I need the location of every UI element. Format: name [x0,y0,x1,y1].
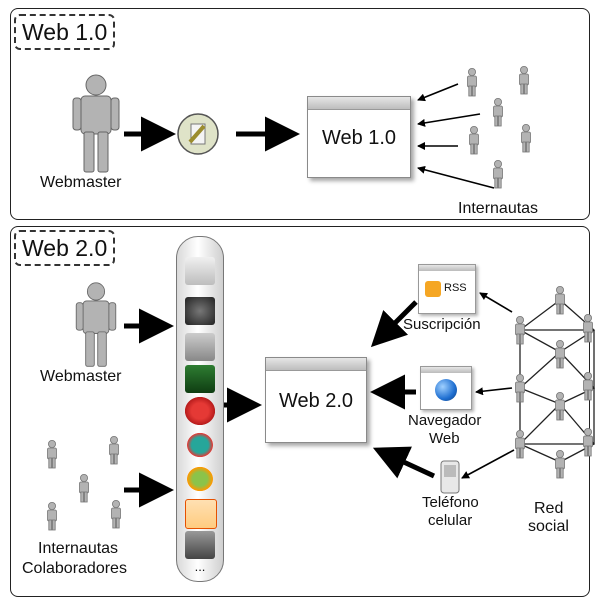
phone-label-1: Teléfono [422,494,479,511]
arrow-internauta-1 [417,83,459,102]
collaborator-person-3 [79,473,89,503]
subscription-label: Suscripción [403,316,481,333]
social-network-lines [518,299,596,463]
rss-badge: RSS [444,282,467,294]
web1-window: Web 1.0 [307,96,411,178]
phone-label-2: celular [428,512,473,529]
arrow-internauta-4 [417,165,495,189]
webmaster-2-label: Webmaster [40,368,122,385]
arrow-social-to-phone [461,449,515,479]
tools-sidebar: ... [176,236,224,582]
sidebar-more: ... [194,559,206,574]
web1-tag: Web 1.0 [14,14,116,50]
collaborator-person-1 [47,439,57,469]
social-person-6 [583,371,593,401]
photo-icon [185,333,215,361]
social-person-7 [555,391,565,421]
arrow-social-to-rss [479,292,513,313]
wiki-icon [185,431,215,459]
social-label-1: Red [534,500,564,517]
arrow-rss-to-web2 [370,300,418,348]
social-person-1 [555,285,565,315]
globe-icon [435,379,457,401]
social-person-8 [515,429,525,459]
internauta-person-1 [467,68,477,97]
blog-icon [185,297,215,325]
users-icon [185,465,215,493]
edit-icon [185,257,215,285]
social-label-2: social [528,518,569,535]
arrow-social-to-browser [475,387,513,396]
social-person-9 [583,427,593,457]
internauta-person-4 [469,126,479,155]
internautas-label: Internautas [458,200,539,217]
edit-tool-icon [177,113,219,155]
phone-icon [440,460,460,494]
internauta-person-6 [493,159,503,189]
webmaster-2-figure [75,282,117,367]
collaborator-person-4 [47,501,57,531]
map-pin-icon [185,397,215,425]
arrow-internauta-2 [417,113,481,127]
web1-window-label: Web 1.0 [321,127,397,149]
browser-window [420,366,472,410]
social-person-10 [555,449,565,479]
browser-label-2: Web [429,430,460,447]
map-icon [185,499,217,529]
arrow-phone-to-web2 [372,446,436,479]
internauta-person-3 [493,98,503,127]
video-icon [185,365,215,393]
internauta-person-5 [521,124,531,153]
internauta-person-2 [519,66,529,95]
social-person-4 [555,339,565,369]
webmaster-1-label: Webmaster [40,174,122,191]
web2-window-label: Web 2.0 [278,390,354,412]
social-person-3 [583,313,593,343]
web2-tag: Web 2.0 [14,230,116,266]
webmaster-1-figure [72,74,120,173]
collaborators-label-1: Internautas [38,540,119,557]
web2-window: Web 2.0 [265,357,367,443]
browser-label-1: Navegador [408,412,482,429]
collaborators-label-2: Colaboradores [22,560,127,577]
collaborator-person-5 [111,499,121,529]
rss-window: RSS [418,264,476,314]
collaborator-person-2 [109,435,119,465]
tag-icon [185,531,215,559]
rss-icon [425,281,441,297]
